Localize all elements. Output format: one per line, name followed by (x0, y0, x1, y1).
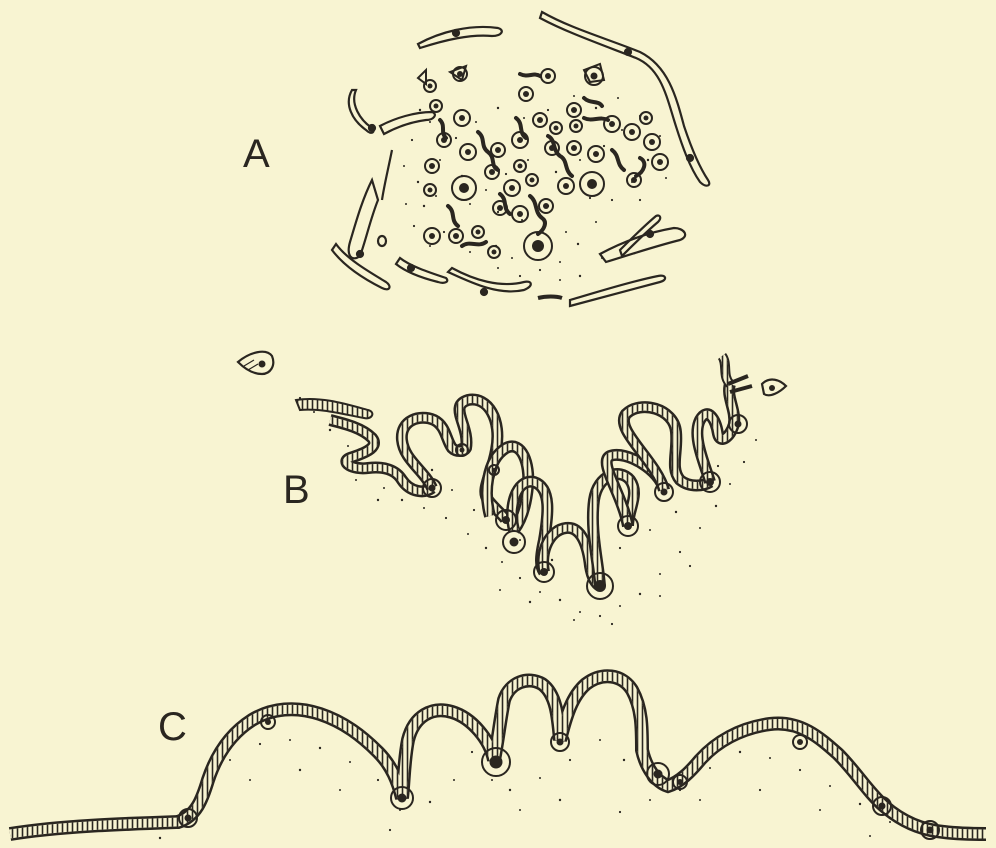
panel-a-drawing (332, 12, 709, 306)
panel-c-epithelium (10, 676, 986, 834)
panel-b-epithelium (296, 356, 752, 586)
panel-c-drawing (10, 676, 986, 839)
panel-label-a: A (243, 132, 270, 177)
panel-b-cells (238, 352, 786, 599)
panel-label-b: B (283, 468, 310, 513)
panel-a-cells (418, 64, 668, 260)
panel-b-drawing (238, 352, 786, 625)
panel-c-cells (179, 715, 939, 839)
panel-label-c: C (158, 705, 187, 750)
